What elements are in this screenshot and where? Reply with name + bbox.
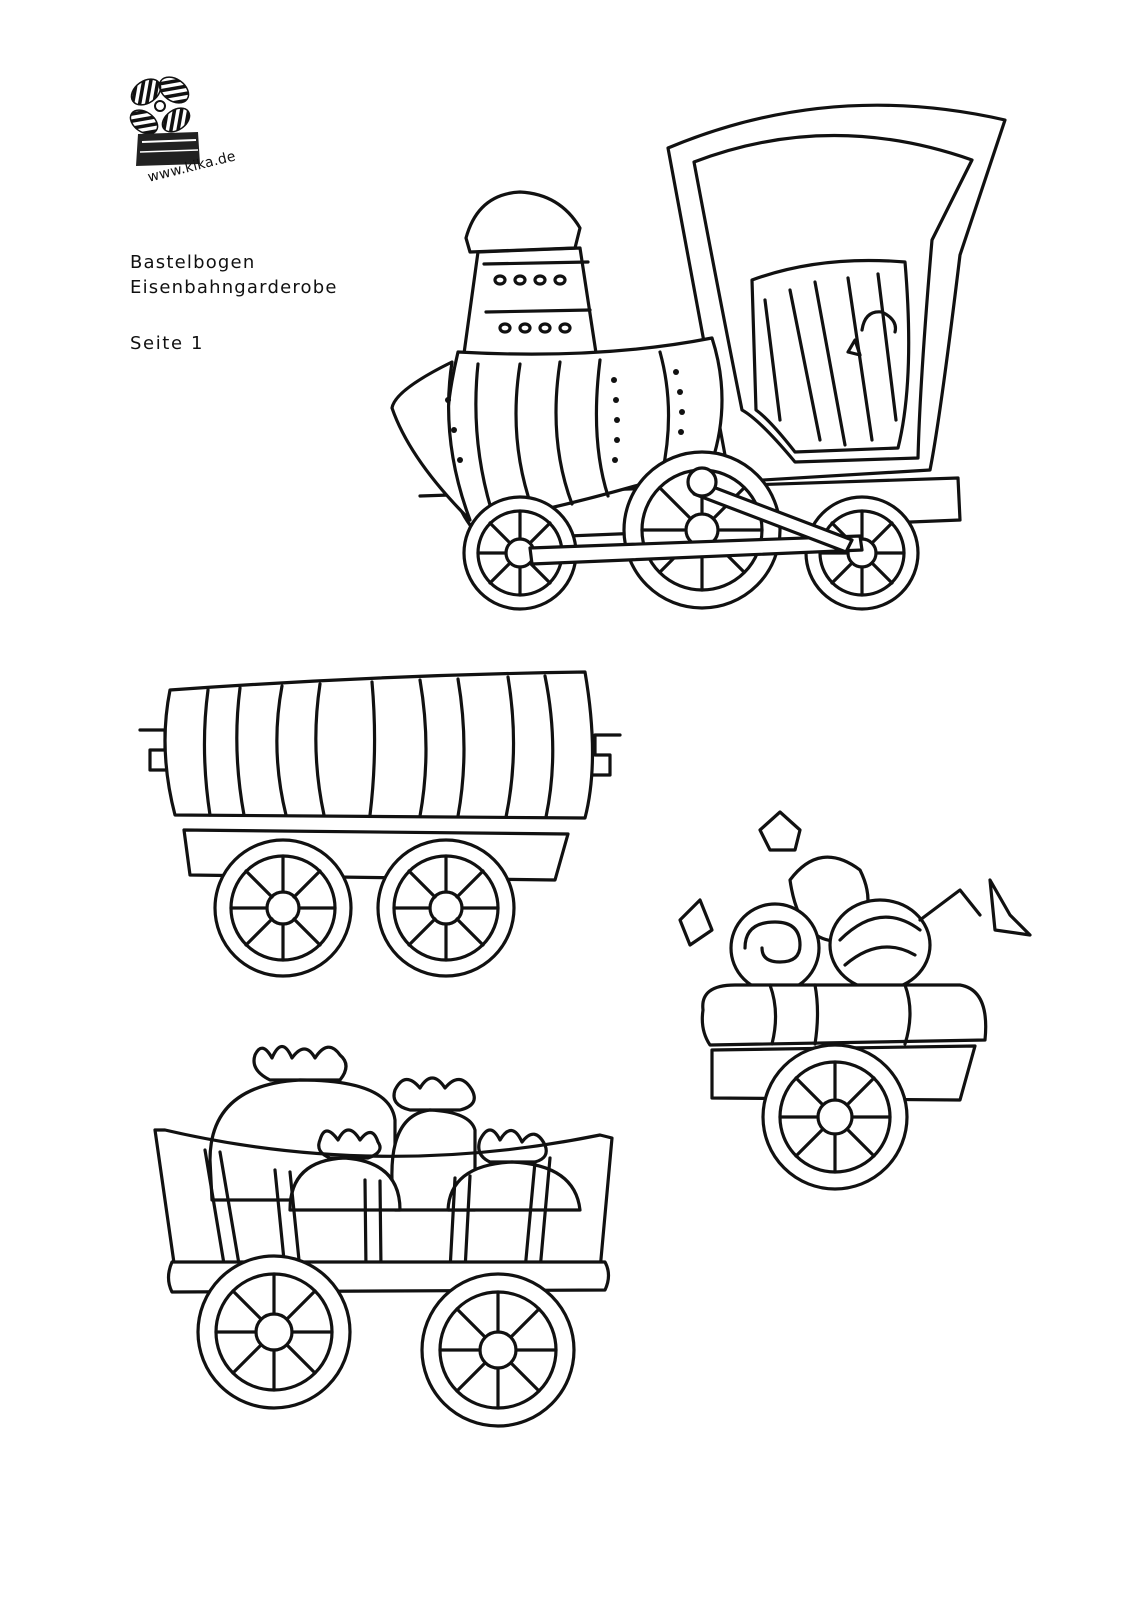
- candy-wagon-wheel: [761, 1043, 909, 1191]
- tank-wagon-right-wheel: [376, 838, 516, 978]
- heading-line-2: Eisenbahngarderobe: [130, 277, 338, 298]
- bag-wagon-left-wheel: [196, 1254, 352, 1410]
- tank-wagon-left-wheel: [213, 838, 353, 978]
- locomotive-front-wheel: [462, 495, 578, 611]
- kika-logo: www.kika.de: [118, 72, 268, 202]
- windmill-icon: [129, 76, 200, 166]
- tank-wagon-drawing: [138, 670, 622, 978]
- locomotive-drawing: [390, 103, 1007, 611]
- bag-wagon-right-wheel: [420, 1272, 576, 1428]
- candy-wagon-drawing: [678, 810, 1032, 1191]
- bag-wagon-drawing: [153, 1044, 614, 1428]
- page-number: Seite 1: [130, 333, 205, 354]
- heading-line-1: Bastelbogen: [130, 252, 256, 273]
- page-heading: Bastelbogen Eisenbahngarderobe: [130, 250, 338, 300]
